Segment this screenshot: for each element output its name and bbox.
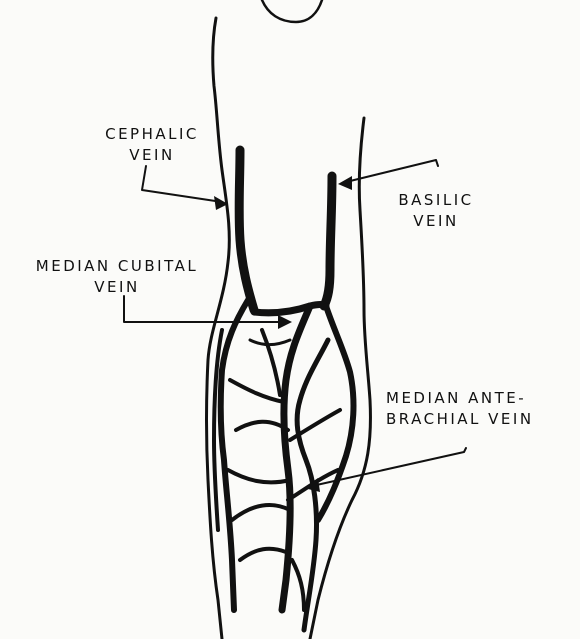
arm-outline-left [207, 18, 230, 639]
torso-outline [262, 0, 322, 22]
median-cubital-arrowhead [278, 315, 292, 329]
vein-network-1 [262, 330, 280, 395]
vein-network-8 [240, 549, 286, 560]
vein-lateral [221, 300, 248, 610]
basilic-vein-label-line1: BASILIC [380, 190, 492, 211]
median-cubital-vein [254, 305, 326, 313]
median-cubital-vein-label-line2: VEIN [6, 277, 228, 298]
basilic-arrowhead [338, 176, 352, 190]
median-cubital-vein-label-line1: MEDIAN CUBITAL [6, 256, 228, 277]
cephalic-leader [142, 166, 222, 202]
median-antebrachial-vein-label-line2: BRACHIAL VEIN [386, 409, 576, 430]
cephalic-vein-label-line2: VEIN [88, 145, 216, 166]
median-antebrachial-leader [312, 448, 466, 486]
vein-network-10 [250, 340, 290, 345]
basilic-vein [324, 176, 332, 306]
vein-network-5 [232, 505, 290, 520]
median-antebrachial-vein-label-line1: MEDIAN ANTE- [386, 388, 576, 409]
vein-network-3 [236, 422, 288, 430]
basilic-vein-label-line2: VEIN [380, 211, 492, 232]
basilic-vein-label: BASILIC VEIN [380, 190, 492, 232]
median-antebrachial-vein-label: MEDIAN ANTE- BRACHIAL VEIN [386, 388, 576, 430]
vein-network-4 [228, 470, 290, 482]
arm-outline-right [310, 118, 370, 639]
median-cubital-vein-label: MEDIAN CUBITAL VEIN [6, 256, 228, 298]
cephalic-vein-label-line1: CEPHALIC [88, 124, 216, 145]
cephalic-vein-label: CEPHALIC VEIN [88, 124, 216, 166]
cephalic-vein [239, 150, 254, 310]
vein-network-9 [292, 560, 304, 610]
median-cubital-leader [124, 296, 284, 322]
